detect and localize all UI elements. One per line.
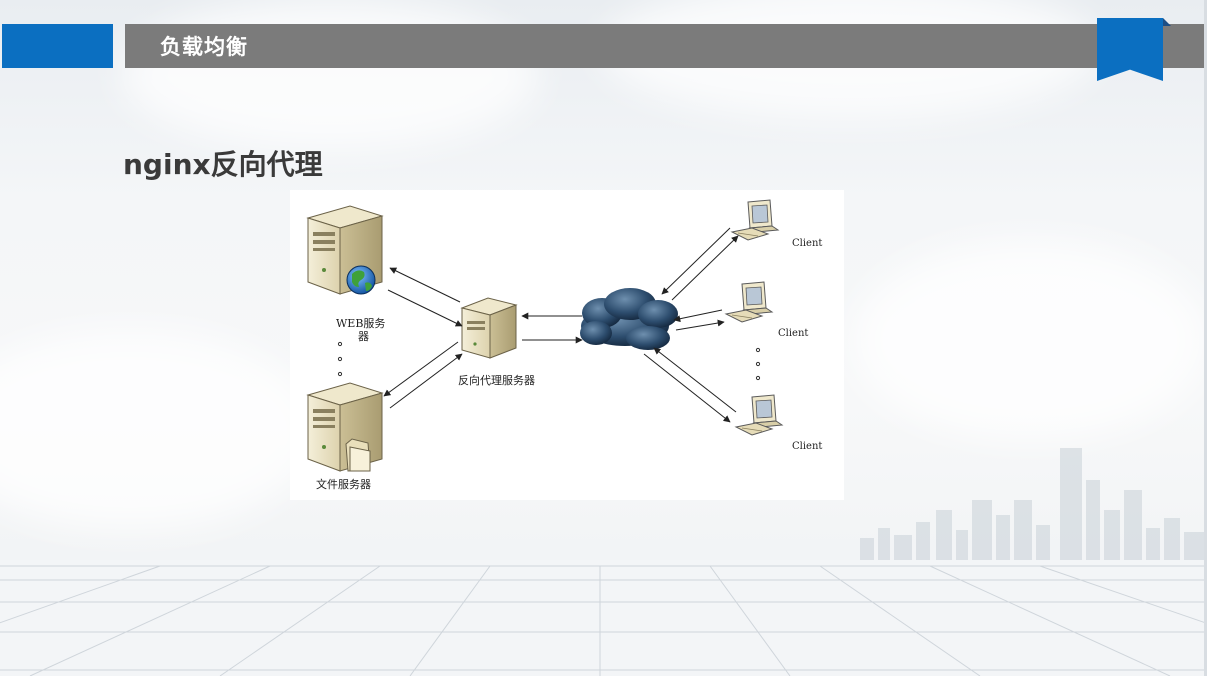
web-server-label-line2: 器 bbox=[358, 330, 369, 343]
client-computer-icon bbox=[730, 199, 780, 241]
slide-edge bbox=[1204, 0, 1207, 676]
client-label-3: Client bbox=[792, 441, 822, 452]
background-cloud bbox=[0, 330, 320, 530]
arrow-client3-cloud bbox=[653, 347, 737, 413]
folder-icon bbox=[345, 438, 371, 472]
section-title: nginx反向代理 bbox=[123, 148, 323, 181]
arrow-cloud-client2 bbox=[675, 319, 725, 331]
arrow-web-proxy bbox=[389, 267, 461, 303]
arrow-client1-cloud bbox=[661, 227, 731, 295]
arrow-cloud-client1 bbox=[671, 235, 739, 301]
proxy-server-icon bbox=[460, 297, 518, 359]
cloud-icon bbox=[580, 288, 678, 350]
ellipsis-right bbox=[755, 347, 761, 381]
arrow-proxy-web bbox=[387, 289, 463, 327]
connection-arrows bbox=[383, 227, 739, 423]
arrow-file-proxy bbox=[383, 341, 459, 397]
background-cloud bbox=[850, 240, 1207, 440]
floor-grid bbox=[0, 560, 1207, 676]
client-label-1: Client bbox=[792, 238, 822, 249]
arrow-cloud-client3 bbox=[643, 353, 731, 423]
web-server-label: WEB服务 bbox=[336, 317, 385, 330]
globe-icon bbox=[346, 265, 376, 295]
reverse-proxy-diagram: WEB服务 器 文件服务器 反向代理服务器 Client Client Clie… bbox=[290, 190, 844, 500]
header-title: 负载均衡 bbox=[160, 35, 248, 59]
arrow-proxy-file bbox=[389, 353, 463, 409]
header-accent-block bbox=[2, 24, 113, 68]
ellipsis-left bbox=[337, 341, 343, 377]
city-skyline bbox=[860, 448, 1204, 575]
header-bar bbox=[125, 24, 1204, 68]
arrow-client2-cloud bbox=[673, 309, 723, 323]
client-computer-icon bbox=[734, 394, 784, 436]
client-label-2: Client bbox=[778, 328, 808, 339]
bookmark-icon bbox=[1097, 18, 1163, 81]
bookmark-fold bbox=[1163, 18, 1171, 26]
client-computer-icon bbox=[724, 281, 774, 323]
proxy-server-label: 反向代理服务器 bbox=[458, 373, 535, 387]
background-cloud bbox=[120, 0, 540, 150]
file-server-label: 文件服务器 bbox=[316, 477, 371, 491]
file-server-icon bbox=[306, 382, 384, 472]
